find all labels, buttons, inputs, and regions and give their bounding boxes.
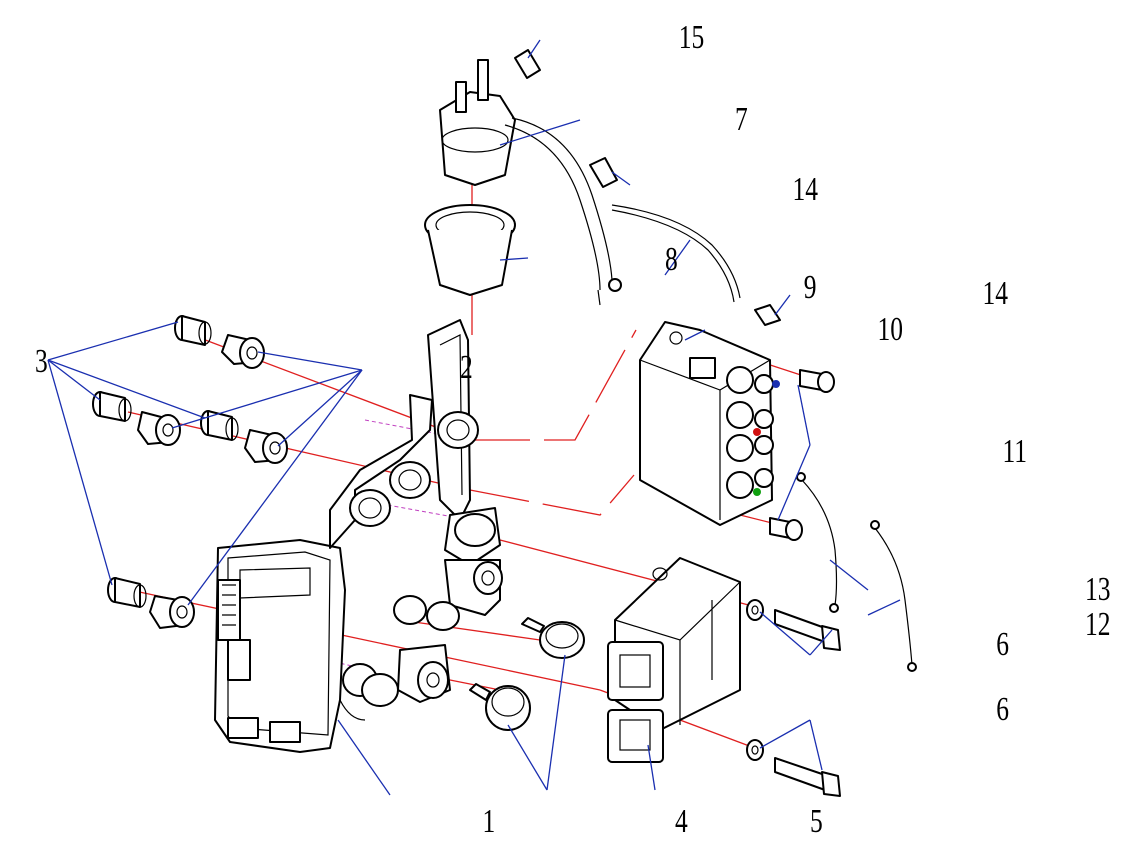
wire-harness — [611, 204, 741, 303]
leader-lines — [47, 39, 901, 796]
callout-9: 9 — [804, 267, 817, 305]
grommet-top — [221, 334, 265, 369]
callout-labels: 1 2 3 4 5 6 6 7 8 9 10 11 12 13 14 14 15 — [35, 17, 1110, 839]
callout-4: 4 — [675, 801, 688, 839]
callout-7: 7 — [735, 99, 748, 137]
grommet-middle-left — [137, 411, 181, 446]
sleeve-top — [174, 315, 212, 346]
rectifier-terminals — [726, 366, 780, 499]
callout-11: 11 — [1003, 431, 1028, 469]
terminal-caps — [514, 49, 781, 326]
rectifier-bolts — [769, 369, 835, 541]
callout-12: 12 — [1085, 604, 1110, 642]
callout-10: 10 — [878, 309, 903, 347]
callout-8: 8 — [665, 239, 678, 277]
bolt-lower — [746, 739, 841, 797]
callout-14-lower: 14 — [983, 273, 1008, 311]
sleeve-middle — [92, 391, 132, 422]
terminal-cap-lower — [754, 304, 781, 326]
callout-2: 2 — [460, 347, 473, 385]
mounting-bracket — [214, 319, 503, 753]
callout-14-upper: 14 — [793, 169, 818, 207]
sleeve-bottom — [107, 577, 147, 608]
callout-13: 13 — [1085, 569, 1110, 607]
callout-1: 1 — [483, 801, 496, 839]
terminal-cap-top — [514, 49, 541, 79]
callout-5: 5 — [810, 801, 823, 839]
bolts-with-washers — [746, 599, 841, 797]
hose-clamp-lower — [469, 683, 531, 731]
control-module — [607, 557, 741, 763]
grommet-bottom — [149, 595, 195, 629]
rectifier-unit — [639, 321, 780, 526]
grommet-set — [92, 315, 288, 629]
sensor-unit — [439, 59, 622, 306]
callout-15: 15 — [679, 17, 704, 55]
sleeve-middle-right — [200, 410, 239, 441]
bolt-upper — [746, 599, 841, 651]
grommet-middle-right — [244, 429, 288, 464]
hose-clamps — [469, 617, 585, 731]
callout-6-upper: 6 — [996, 689, 1009, 727]
callout-6-lower: 6 — [996, 624, 1009, 662]
sensor-collar — [424, 204, 516, 296]
callout-3: 3 — [35, 341, 48, 379]
terminal-cap-upper — [589, 157, 618, 188]
ground-leads — [796, 472, 917, 672]
hose-clamp-upper — [521, 617, 585, 659]
